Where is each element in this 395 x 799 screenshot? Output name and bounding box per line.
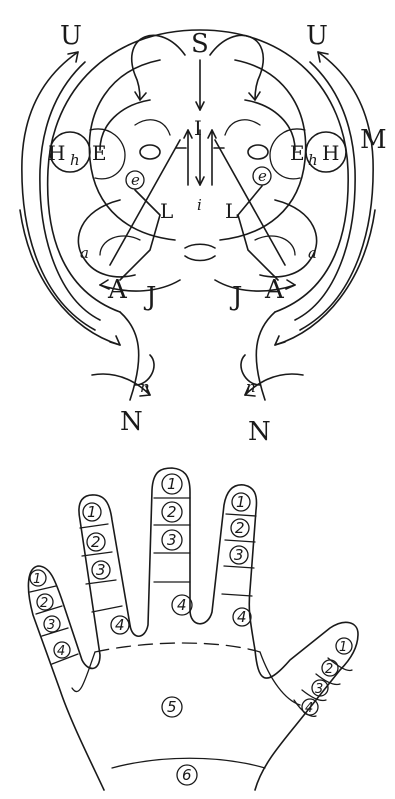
label-A-left: A (107, 275, 128, 305)
arrow-U-right (300, 52, 373, 330)
label-L-right: L (225, 199, 238, 223)
pinky-num-1: 1 (33, 572, 41, 587)
right-eye (248, 145, 268, 159)
label-a-right: a (308, 244, 317, 262)
ring-num-4: 4 (115, 616, 125, 634)
label-S: S (191, 29, 209, 59)
label-n-right: n (246, 378, 256, 396)
arrow-U-left (22, 52, 95, 330)
pinky-num-2: 2 (40, 596, 48, 611)
label-U-left: U (60, 21, 82, 51)
pinky-num-3: 3 (47, 618, 55, 633)
label-h-right: h (308, 151, 318, 169)
label-e-right: e (258, 167, 267, 185)
label-L-left: L (160, 199, 173, 223)
middle-num-3: 3 (167, 531, 177, 549)
left-eye (140, 145, 160, 159)
label-N-right: N (248, 417, 271, 447)
label-i: i (197, 196, 202, 214)
label-H-right: H (322, 141, 339, 165)
label-J-left: J (143, 282, 156, 312)
arrow-S-left (132, 35, 185, 100)
pinky-num-4: 4 (57, 644, 65, 659)
hand-diagram: 1 2 3 4 1 2 3 4 1 2 3 4 1 2 3 4 (28, 468, 358, 790)
ring-num-2: 2 (91, 533, 101, 551)
ring-num-3: 3 (96, 561, 106, 579)
neck-left (120, 312, 139, 400)
thumb-num-3: 3 (315, 682, 323, 697)
hand-outline (28, 468, 358, 790)
index-num-4: 4 (237, 608, 247, 626)
palm-num-5: 5 (167, 698, 177, 716)
label-E-left: E (92, 141, 107, 165)
label-e-left: e (131, 171, 140, 189)
index-num-1: 1 (236, 493, 246, 511)
middle-num-1: 1 (167, 475, 177, 493)
index-num-2: 2 (235, 519, 245, 537)
label-a-left: a (80, 244, 89, 262)
thumb-num-4: 4 (305, 701, 313, 716)
index-num-3: 3 (234, 546, 244, 564)
label-E-right: E (290, 141, 305, 165)
thumb-num-2: 2 (325, 662, 333, 677)
arrow-S-right (210, 35, 263, 100)
wrist-num-6: 6 (182, 766, 192, 784)
neck-right (256, 312, 275, 400)
label-N-left: N (120, 407, 143, 437)
label-n-left: n (140, 378, 150, 396)
ring-num-1: 1 (87, 503, 97, 521)
label-H-left: H (48, 141, 65, 165)
label-h-left: h (70, 151, 80, 169)
label-I: I (194, 116, 202, 140)
mouth (185, 244, 215, 260)
label-M: M (360, 125, 387, 155)
middle-num-2: 2 (167, 503, 177, 521)
middle-num-4: 4 (177, 596, 187, 614)
label-J-right: J (229, 282, 242, 312)
face-diagram: S U U M H h E E h H I i e e L L a a A A … (20, 21, 387, 447)
label-U-right: U (306, 21, 328, 51)
palm-line (95, 643, 260, 652)
thumb-num-1: 1 (339, 640, 347, 655)
label-A-right: A (264, 275, 285, 305)
